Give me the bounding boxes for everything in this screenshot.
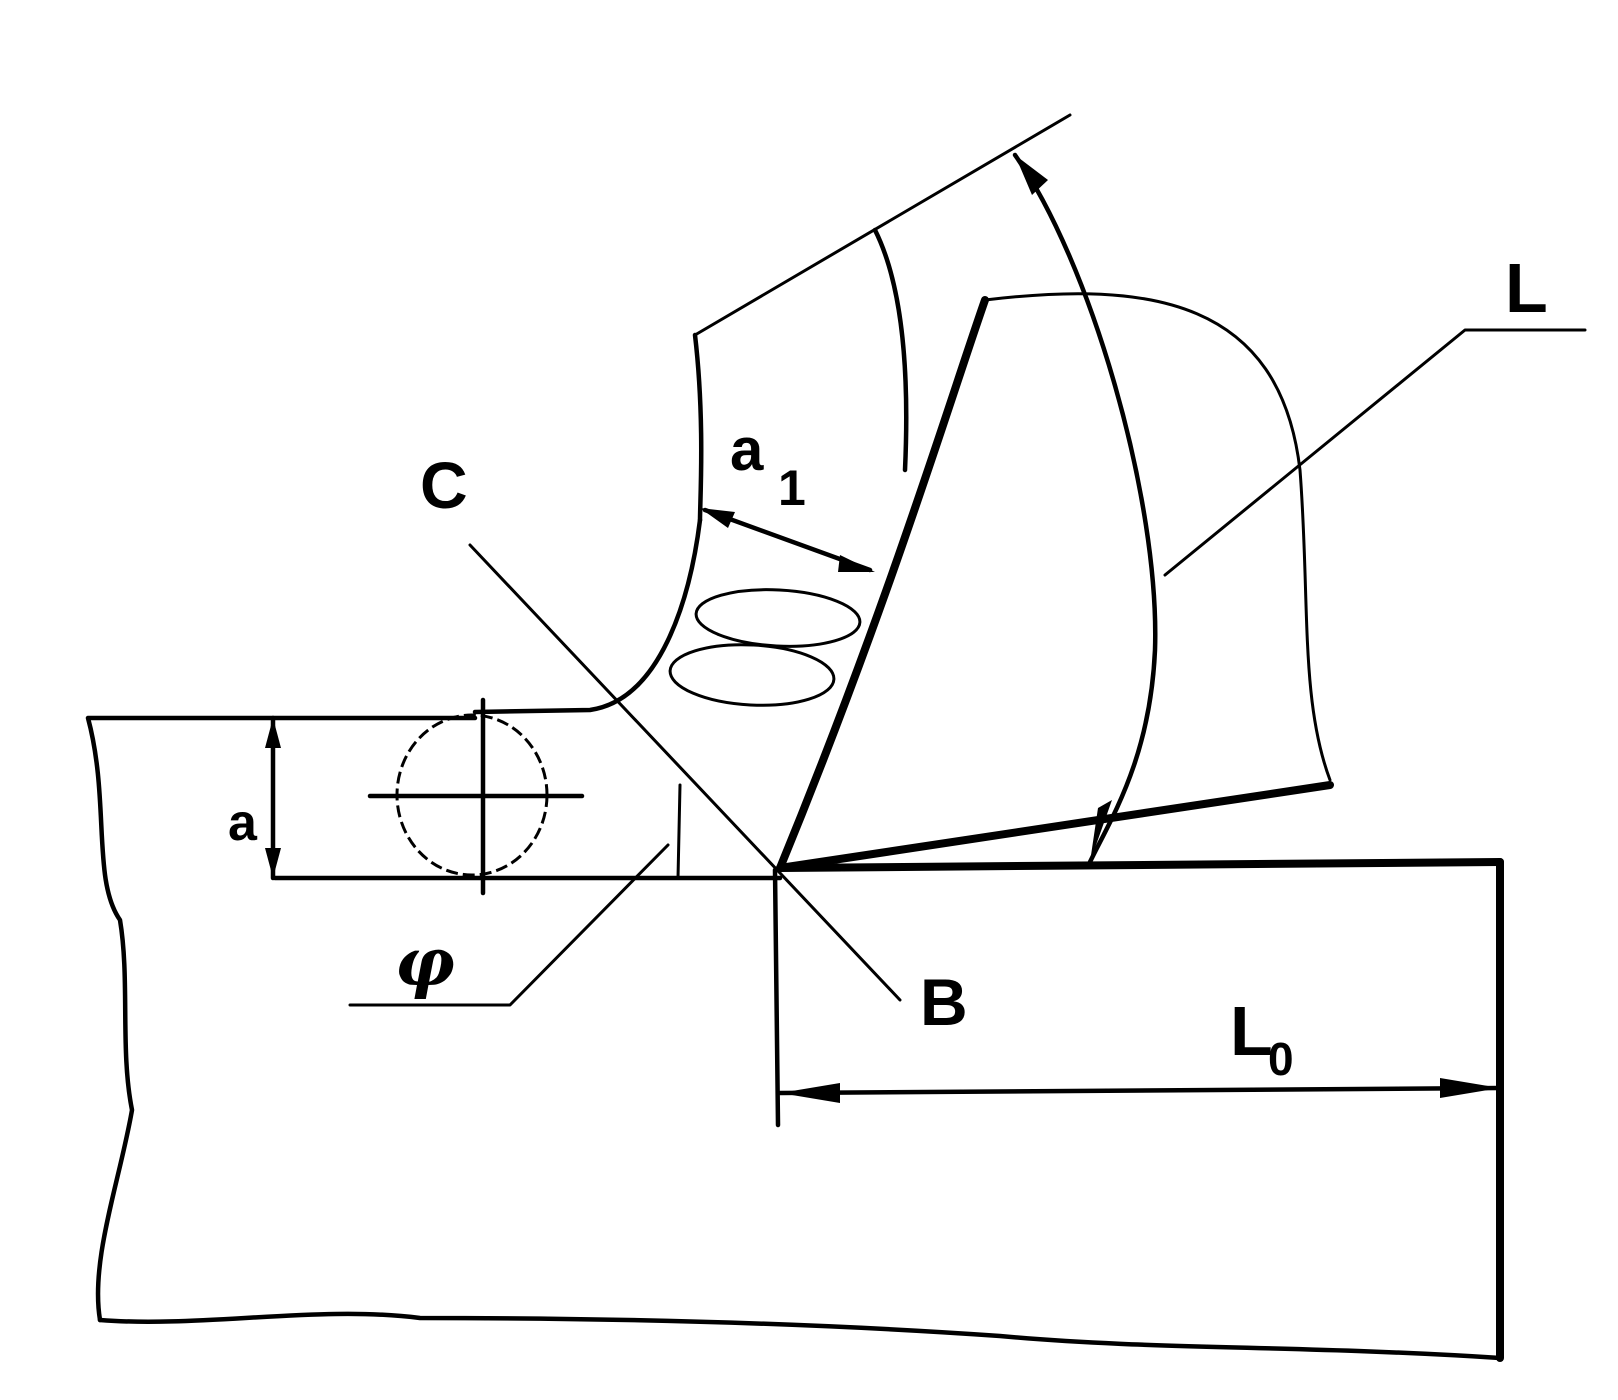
dimension-a1 bbox=[700, 507, 875, 573]
cross-section-circle bbox=[367, 697, 585, 896]
leader-phi bbox=[348, 843, 670, 1007]
label-phi: φ bbox=[395, 923, 455, 1001]
weld-pool bbox=[668, 588, 862, 707]
electrode bbox=[472, 113, 1334, 872]
label-a1-sub: 1 bbox=[778, 460, 806, 516]
label-l: L bbox=[1505, 249, 1548, 327]
label-a1-main: a bbox=[730, 416, 764, 483]
line-c-b bbox=[468, 543, 902, 1002]
reference-lines bbox=[676, 783, 781, 1128]
dimension-a bbox=[265, 715, 281, 881]
dimension-l0 bbox=[777, 1078, 1503, 1103]
base-plate bbox=[85, 715, 1504, 1362]
leader-l bbox=[1163, 328, 1587, 577]
label-b: B bbox=[920, 965, 968, 1039]
label-l0-sub: 0 bbox=[1268, 1033, 1294, 1085]
label-a: a bbox=[228, 794, 258, 852]
dimension-arc-l bbox=[1012, 152, 1158, 865]
label-c: C bbox=[420, 448, 468, 522]
label-l0-main: L bbox=[1230, 992, 1273, 1070]
